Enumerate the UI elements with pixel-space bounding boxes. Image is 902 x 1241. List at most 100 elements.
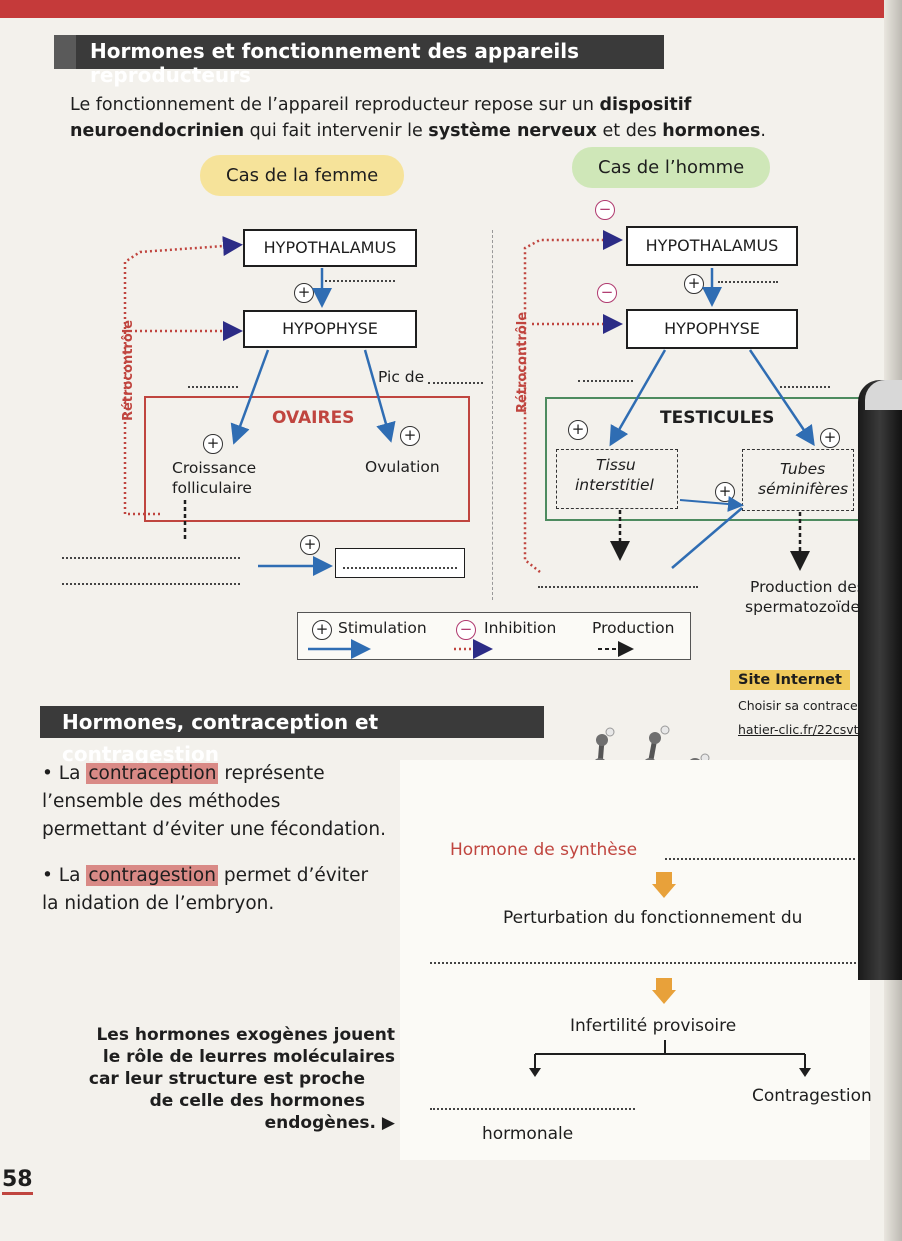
male-hypothalamus-label: HYPOTHALAMUS bbox=[645, 236, 779, 255]
flow-branch bbox=[529, 1040, 811, 1077]
intro-text-2: qui fait intervenir le bbox=[244, 121, 429, 141]
site-internet-desc: Choisir sa contraception bbox=[738, 698, 890, 713]
legend-minus-icon: − bbox=[456, 620, 476, 640]
legend-inhibition: Inhibition bbox=[484, 619, 557, 637]
female-blank-hormone-left bbox=[188, 386, 238, 388]
flow-arrow-1 bbox=[652, 872, 676, 898]
section-title: Hormones et fonctionnement des appareils… bbox=[90, 39, 579, 87]
intro-text-1: Le fonctionnement de l’appareil reproduc… bbox=[70, 95, 600, 115]
female-blank-box bbox=[335, 548, 465, 578]
female-blank-bottom-2 bbox=[62, 583, 240, 585]
intro-bold-3: hormones bbox=[662, 121, 761, 141]
legend-plus-icon: + bbox=[312, 620, 332, 640]
production-label-2: spermatozoïdes bbox=[745, 598, 869, 616]
male-minus-top: − bbox=[595, 200, 615, 220]
legend-production: Production bbox=[592, 619, 675, 637]
male-hypophyse-box: HYPOPHYSE bbox=[626, 309, 798, 349]
contraception-word: contraception bbox=[86, 763, 219, 784]
male-minus-hypophyse: − bbox=[597, 283, 617, 303]
tissu-dashed-box bbox=[556, 449, 678, 509]
male-hypothalamus-box: HYPOTHALAMUS bbox=[626, 226, 798, 266]
flow-blank-1 bbox=[665, 858, 855, 860]
tubes-label-1: Tubes bbox=[780, 460, 826, 478]
female-plus-ovulation: + bbox=[400, 426, 420, 446]
male-blank-hypo bbox=[718, 281, 778, 283]
male-hypophyse-label: HYPOPHYSE bbox=[664, 319, 760, 338]
ovulation-label: Ovulation bbox=[365, 458, 440, 476]
contragestion-word: contragestion bbox=[86, 865, 218, 886]
flow-panel bbox=[400, 760, 870, 1160]
ovaires-panel bbox=[144, 396, 470, 522]
contragestion-definition: • La contragestion permet d’éviter la ni… bbox=[42, 865, 369, 914]
male-plus-tubes: + bbox=[820, 428, 840, 448]
croissance-label-1: Croissance bbox=[172, 459, 257, 477]
contragestion-pre: La bbox=[58, 865, 87, 886]
female-plus-bottom: + bbox=[300, 535, 320, 555]
site-internet-label: Site Internet bbox=[738, 672, 842, 688]
female-hypophyse-label: HYPOPHYSE bbox=[282, 319, 378, 338]
male-blank-bottom bbox=[538, 586, 698, 588]
flow-contragestion: Contragestion bbox=[752, 1086, 872, 1106]
exogenes-line-4: de celle des hormones bbox=[149, 1091, 365, 1111]
ovaires-label: OVAIRES bbox=[272, 408, 355, 428]
female-blank-hypo bbox=[325, 280, 395, 282]
section2-title-bar: Hormones, contraception et contragestion bbox=[40, 706, 544, 766]
flow-infertilite: Infertilité provisoire bbox=[570, 1016, 737, 1036]
flow-hormonale: hormonale bbox=[482, 1124, 574, 1144]
legend-arrows bbox=[308, 639, 634, 659]
flow-hormone-synthese: Hormone de synthèse bbox=[450, 840, 638, 860]
section-title-bar: Hormones et fonctionnement des appareils… bbox=[54, 35, 664, 87]
female-hypothalamus-box: HYPOTHALAMUS bbox=[243, 229, 417, 267]
diagram-arrows bbox=[123, 230, 815, 576]
contraception-post: représente l’ensemble des méthodes perme… bbox=[42, 763, 386, 840]
diagram-legend: + Stimulation − Inhibition Production bbox=[297, 612, 691, 660]
croissance-label-2: folliculaire bbox=[172, 479, 252, 497]
flow-perturbation: Perturbation du fonctionnement du bbox=[503, 908, 803, 928]
tissu-label-2: interstitiel bbox=[575, 476, 654, 494]
tubes-label-2: séminifères bbox=[758, 480, 849, 498]
site-internet-badge: Site Internet bbox=[730, 670, 850, 690]
flow-blank-2 bbox=[430, 962, 860, 964]
pic-de-blank bbox=[428, 382, 483, 384]
exogenes-note: Les hormones exogènes jouent le rôle de … bbox=[60, 1024, 395, 1134]
site-internet-url[interactable]: hatier-clic.fr/22csvt258 bbox=[738, 722, 883, 737]
female-blank-bottom-1 bbox=[62, 557, 240, 559]
section-title-accent bbox=[54, 35, 76, 69]
legend-stimulation: Stimulation bbox=[338, 619, 427, 637]
female-blank-box-line bbox=[343, 567, 457, 569]
intro-paragraph: Le fonctionnement de l’appareil reproduc… bbox=[70, 92, 850, 144]
male-plus-hypothalamus: + bbox=[684, 274, 704, 294]
exogenes-arrow-icon: ▶ bbox=[381, 1113, 395, 1133]
section2-title: Hormones, contraception et contragestion bbox=[62, 710, 379, 766]
intro-bold-2: système nerveux bbox=[428, 121, 597, 141]
page-number: 58 bbox=[2, 1167, 33, 1195]
female-case-label: Cas de la femme bbox=[200, 155, 405, 196]
male-blank-left bbox=[578, 380, 633, 382]
male-plus-tissu: + bbox=[568, 420, 588, 440]
contraception-pre: La bbox=[58, 763, 87, 784]
production-label-1: Production des bbox=[750, 578, 865, 596]
exogenes-line-1: Les hormones exogènes jouent bbox=[96, 1025, 395, 1045]
intro-text-4: . bbox=[760, 121, 766, 141]
exogenes-line-5-wrap: endogènes. ▶ bbox=[60, 1112, 395, 1134]
top-red-band bbox=[0, 0, 902, 18]
flow-arrow-2 bbox=[652, 978, 676, 1004]
exogenes-line-3: car leur structure est proche bbox=[88, 1069, 365, 1089]
flow-blank-3 bbox=[430, 1108, 635, 1110]
female-plus-croissance: + bbox=[203, 434, 223, 454]
intro-text-3: et des bbox=[596, 121, 663, 141]
pen-object bbox=[858, 380, 902, 980]
pen-cap bbox=[865, 380, 902, 410]
tissu-label-1: Tissu bbox=[596, 456, 636, 474]
exogenes-line-5: endogènes. bbox=[264, 1113, 376, 1133]
intro-bold-1: dispositif neuroendocrinien bbox=[70, 95, 692, 141]
female-hypophyse-box: HYPOPHYSE bbox=[243, 310, 417, 348]
testicules-label: TESTICULES bbox=[660, 408, 775, 428]
center-divider bbox=[492, 230, 493, 600]
exogenes-line-2: le rôle de leurres moléculaires bbox=[102, 1047, 395, 1067]
male-case-label: Cas de l’homme bbox=[572, 147, 771, 188]
pic-de-label: Pic de bbox=[378, 368, 425, 386]
female-hypothalamus-label: HYPOTHALAMUS bbox=[263, 238, 397, 257]
contraception-definition: • La contraception représente l’ensemble… bbox=[42, 763, 386, 840]
